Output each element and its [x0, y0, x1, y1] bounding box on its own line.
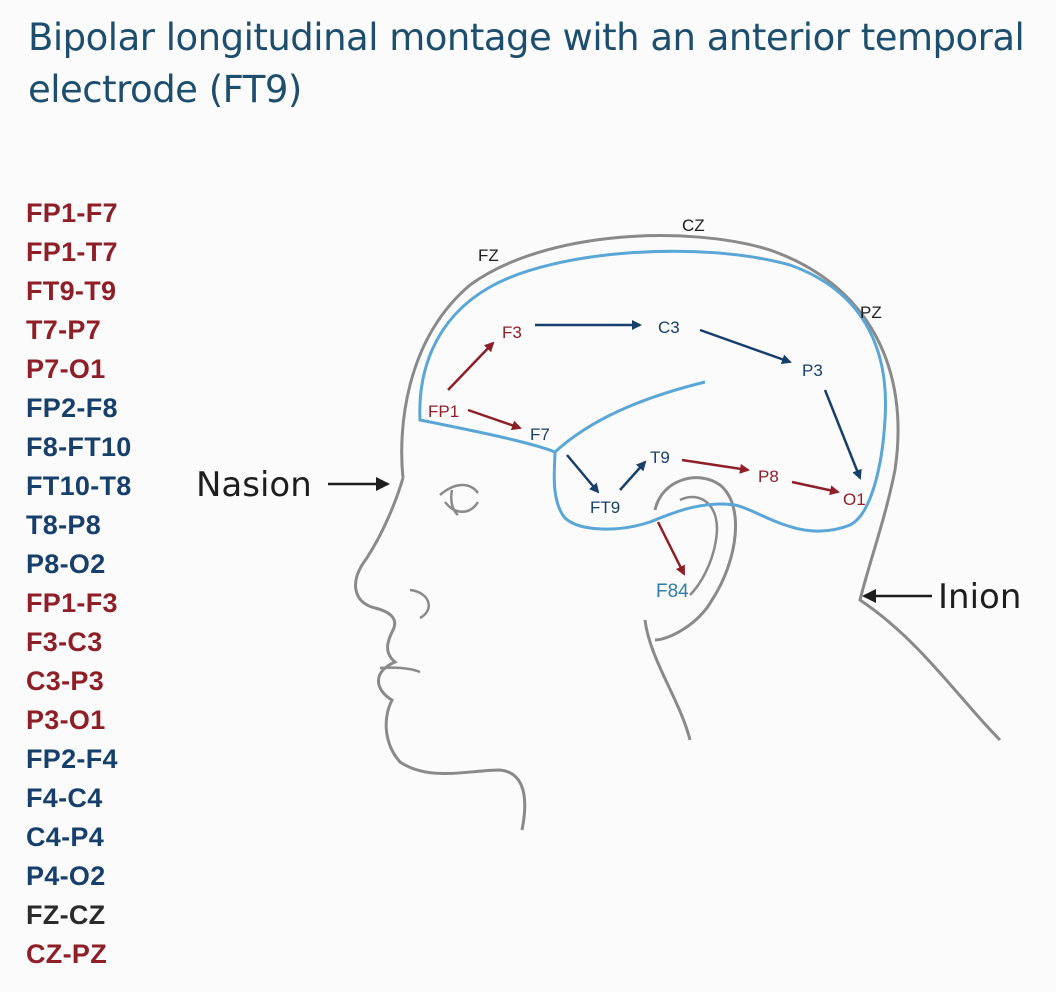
arrow-ft9-t9 [619, 460, 647, 491]
montage-item: T7-P7 [26, 315, 102, 345]
montage-item: FT10-T8 [26, 471, 132, 501]
montage-item: P7-O1 [26, 354, 106, 384]
inion-label: Inion [938, 577, 1021, 617]
label-fz: FZ [478, 246, 499, 265]
ear-inner-icon [679, 495, 719, 596]
electrode-fp1: FP1 [428, 402, 459, 421]
electrode-ft9: FT9 [590, 498, 620, 517]
electrode-t9: T9 [650, 448, 670, 467]
montage-item: P3-O1 [26, 705, 106, 735]
head-outline [400, 234, 1002, 742]
montage-item: FP2-F4 [26, 744, 118, 774]
arrow-fp1-f7 [467, 408, 522, 431]
arrow-t9-p8 [681, 458, 750, 474]
arrow-f7-ft9 [566, 454, 600, 494]
montage-item: F3-C3 [26, 627, 103, 657]
electrode-c3: C3 [658, 318, 680, 337]
electrode-o1: O1 [843, 490, 866, 509]
nasion-label: Nasion [196, 465, 312, 505]
brain-outline [418, 249, 888, 533]
montage-item: FP1-F3 [26, 588, 118, 618]
montage-item: FP2-F8 [26, 393, 118, 423]
label-pz: PZ [860, 303, 882, 322]
electrode-p8: P8 [758, 467, 779, 486]
montage-item: FP1-T7 [26, 237, 118, 267]
montage-item: F8-FT10 [26, 432, 132, 462]
neck-back-outline [643, 619, 692, 741]
label-cz: CZ [682, 216, 705, 235]
diagram-title: Bipolar longitudinal montage with an ant… [28, 12, 1048, 116]
montage-item: FZ-CZ [26, 900, 106, 930]
montage-item: FP1-F7 [26, 198, 118, 228]
electrode-f3: F3 [502, 323, 522, 342]
arrow-p3-o1 [823, 389, 862, 480]
montage-item: F4-C4 [26, 783, 103, 813]
montage-item: C4-P4 [26, 822, 105, 852]
arrow-p8-o1 [791, 480, 840, 496]
nostril-icon [409, 588, 430, 620]
ear-icon [653, 476, 738, 642]
title-line-1: Bipolar longitudinal montage with an ant… [28, 16, 1025, 59]
mouth-icon [379, 666, 421, 674]
montage-item: T8-P8 [26, 510, 102, 540]
montage-item: P8-O2 [26, 549, 106, 579]
eye-icon [439, 483, 480, 516]
electrode-p3: P3 [802, 361, 823, 380]
arrow-c3-p3 [699, 328, 792, 365]
title-line-2: electrode (FT9) [28, 68, 302, 111]
electrode-f84: F84 [656, 581, 689, 602]
electrode-f7: F7 [530, 425, 550, 444]
sylvian-fissure [553, 380, 706, 454]
montage-item: C3-P3 [26, 666, 105, 696]
montage-item: P4-O2 [26, 861, 106, 891]
montage-item: FT9-T9 [26, 276, 117, 306]
arrow-ft9-f84 [656, 521, 686, 576]
arrow-fp1-f3 [447, 341, 495, 391]
face-profile [354, 477, 527, 831]
montage-item: CZ-PZ [26, 939, 107, 969]
